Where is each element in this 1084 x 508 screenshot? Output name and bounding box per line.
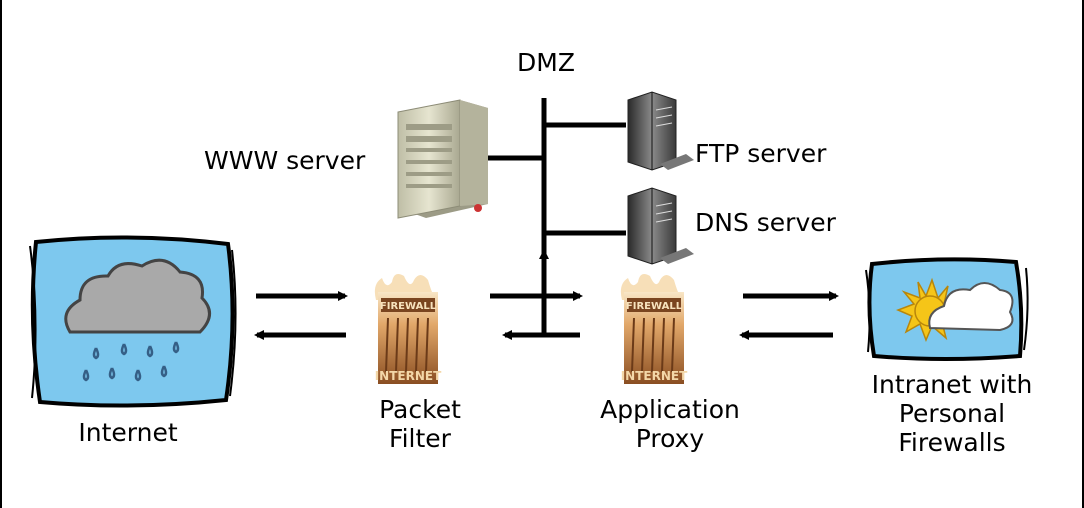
packet-filter-firewall-icon: FIREWALL INTERNET: [375, 274, 442, 384]
intranet-label-line1: Intranet with: [871, 370, 1033, 399]
www-server-label: WWW server: [204, 146, 366, 175]
intranet-label: Intranet with Personal Firewalls: [872, 370, 1033, 457]
left-border: [0, 0, 2, 508]
dmz-label: DMZ: [517, 48, 575, 77]
ftp-server-icon: [627, 91, 694, 171]
intranet-label-line2: Personal: [898, 399, 1006, 428]
application-proxy-label-line1: Application: [600, 395, 740, 424]
www-server-icon: [397, 99, 488, 219]
application-proxy-label-line2: Proxy: [635, 424, 705, 453]
intranet-label-line3: Firewalls: [898, 428, 1006, 457]
application-proxy-internet-text: INTERNET: [621, 369, 688, 383]
packet-filter-label-line1: Packet: [379, 395, 461, 424]
internet-cloud-icon: [29, 235, 237, 408]
right-border: [1082, 0, 1084, 508]
application-proxy-label: Application Proxy: [600, 395, 740, 453]
ftp-server-label: FTP server: [695, 139, 827, 168]
dns-server-label: DNS server: [695, 208, 836, 237]
application-proxy-firewall-text: FIREWALL: [626, 301, 683, 312]
application-proxy-firewall-icon: FIREWALL INTERNET: [621, 274, 688, 384]
dns-server-icon: [627, 187, 694, 265]
packet-filter-label-line2: Filter: [389, 424, 451, 453]
packet-filter-internet-text: INTERNET: [375, 369, 442, 383]
intranet-sunny-icon: [865, 257, 1029, 361]
internet-label: Internet: [78, 418, 178, 447]
packet-filter-firewall-text: FIREWALL: [380, 301, 437, 312]
packet-filter-label: Packet Filter: [379, 395, 461, 453]
